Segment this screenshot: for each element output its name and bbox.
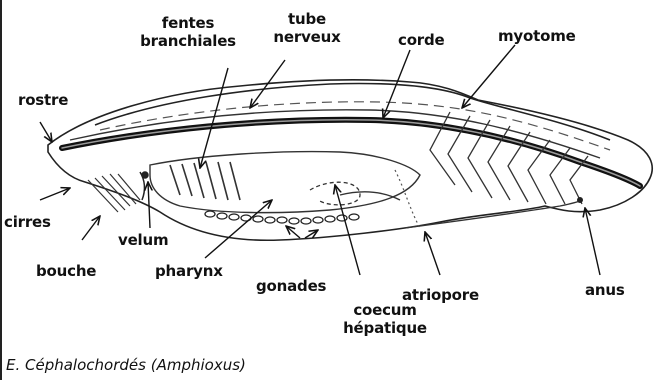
label-myotome: myotome bbox=[498, 27, 576, 45]
label-rostrum: rostre bbox=[18, 91, 68, 109]
label-pharynx: pharynx bbox=[155, 262, 223, 280]
caption-prefix: E. Céphalochordés ( bbox=[6, 356, 157, 374]
dorsal-dashed-line bbox=[100, 102, 610, 150]
caption-taxon: Amphioxus bbox=[157, 356, 240, 374]
anus-opening bbox=[577, 197, 583, 203]
label-hepatic-caecum: coecum hépatique bbox=[330, 301, 440, 337]
label-velum: velum bbox=[118, 231, 168, 249]
cirri bbox=[88, 174, 140, 212]
label-gonads: gonades bbox=[256, 277, 326, 295]
label-atriopore: atriopore bbox=[402, 286, 479, 304]
label-anus: anus bbox=[585, 281, 625, 299]
label-nerve-tube: tube nerveux bbox=[262, 10, 352, 46]
label-notochord: corde bbox=[398, 31, 445, 49]
gill-slits bbox=[170, 162, 240, 200]
label-mouth: bouche bbox=[36, 262, 96, 280]
pharynx bbox=[150, 152, 420, 213]
velum bbox=[140, 172, 148, 200]
label-cirri: cirres bbox=[4, 213, 51, 231]
caption-suffix: ) bbox=[240, 356, 246, 374]
label-gill-slits: fentes branchiales bbox=[128, 14, 248, 50]
figure-caption: E. Céphalochordés (Amphioxus) bbox=[6, 356, 246, 374]
